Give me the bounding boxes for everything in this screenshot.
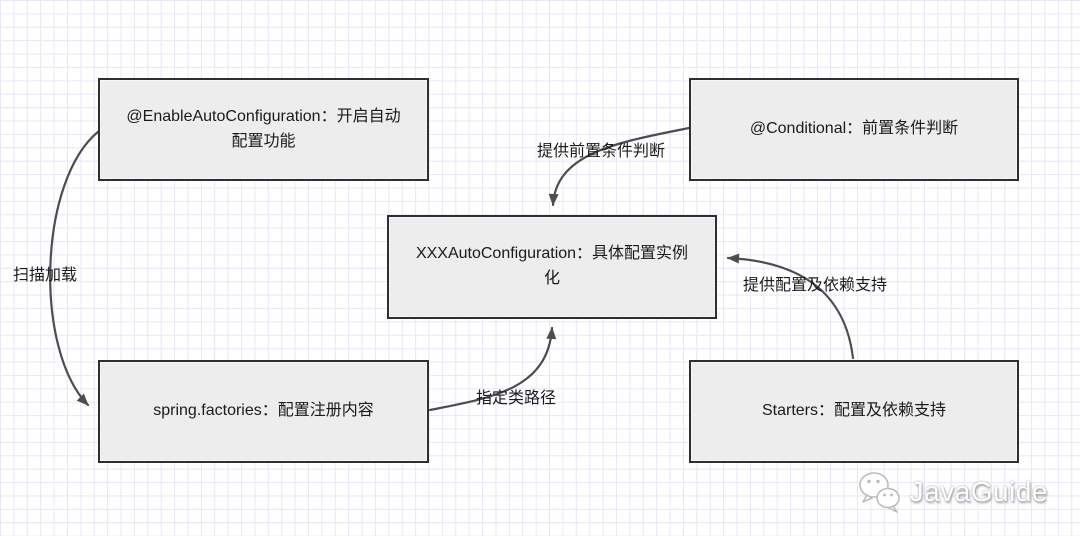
edge-label-scan-load: 扫描加载 — [12, 267, 78, 284]
watermark: JavaGuide — [856, 470, 1048, 514]
watermark-text: JavaGuide — [909, 476, 1048, 507]
edge-label-provide-config-deps: 提供配置及依赖支持 — [742, 277, 888, 294]
node-label: @EnableAutoConfiguration：开启自动配置功能 — [126, 107, 401, 150]
edge-label-specify-classpath: 指定类路径 — [475, 390, 557, 407]
node-label: Starters：配置及依赖支持 — [761, 402, 947, 420]
edge-label-provide-precondition: 提供前置条件判断 — [536, 143, 666, 160]
node-label: XXXAutoConfiguration：具体配置实例化 — [415, 245, 689, 287]
wechat-icon — [858, 472, 900, 513]
node-spring-factories: spring.factories：配置注册内容 — [98, 360, 429, 463]
node-xxx-auto-configuration: XXXAutoConfiguration：具体配置实例化 — [387, 215, 717, 319]
node-starters: Starters：配置及依赖支持 — [689, 360, 1019, 463]
node-enable-auto-configuration: @EnableAutoConfiguration：开启自动配置功能 — [98, 78, 429, 181]
node-label: @Conditional：前置条件判断 — [749, 120, 959, 138]
node-label: spring.factories：配置注册内容 — [153, 402, 374, 420]
node-conditional: @Conditional：前置条件判断 — [689, 78, 1019, 181]
